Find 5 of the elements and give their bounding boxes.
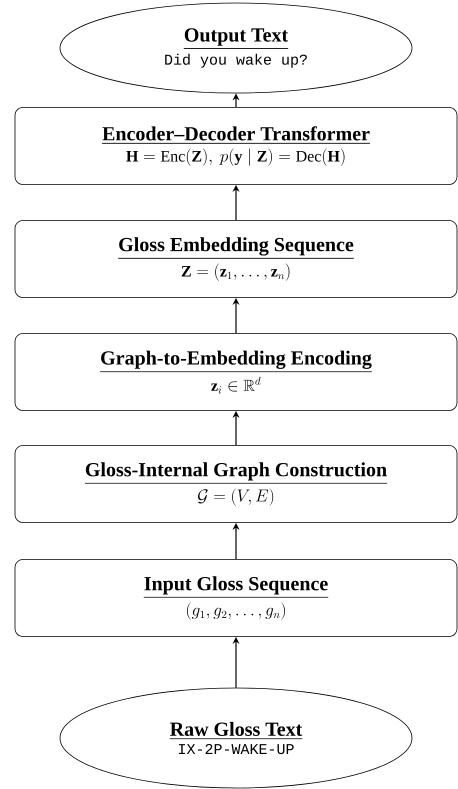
- process-box: Input Gloss Sequence $(g_1,g_2,\ldots,g_n)$: [14, 559, 458, 637]
- process-box: Gloss-Internal Graph Construction $\mathcal{G}=(V,E)$: [14, 445, 458, 523]
- process-box: Encoder–Decoder Transformer $\mathbf{H}=\mathrm{Enc}(\mathbf{Z}),\ p(\mathbf{y}\mid\mathbf{Z})=\mathrm{Dec}(\mathbf{H})$: [14, 107, 458, 185]
- process-box: Graph-to-Embedding Encoding $\mathbf{z}_i\in\mathbb{R}^d$: [14, 333, 458, 411]
- process-box: Gloss Embedding Sequence $\mathbf{Z}=(\mathbf{z}_1,\ldots,\mathbf{z}_n)$: [14, 220, 458, 298]
